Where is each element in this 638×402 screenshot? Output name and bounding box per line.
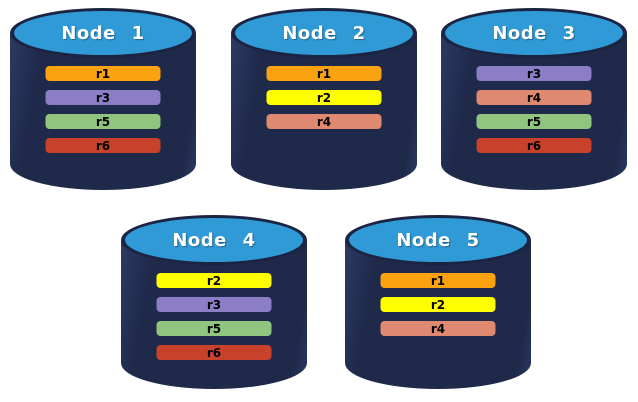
replica-bar: r4: [266, 114, 382, 129]
cylinder-body: [231, 34, 417, 190]
replica-label: r1: [316, 66, 332, 81]
replica-list: r2 r3 r5 r6: [156, 273, 272, 360]
replica-label: r6: [95, 138, 111, 153]
cylinder-body: [441, 34, 627, 190]
node-cylinder: Node 5 r1 r2 r4: [345, 215, 531, 389]
replica-bar: r5: [45, 114, 161, 129]
node-cylinder: Node 3 r3 r4 r5 r6: [441, 8, 627, 190]
replica-bar: r1: [266, 66, 382, 81]
replica-bar: r3: [156, 297, 272, 312]
cylinder-cap-face: Node 2: [235, 11, 413, 55]
cylinder-cap: Node 5: [345, 215, 531, 265]
replica-bar: r1: [45, 66, 161, 81]
replica-label: r5: [526, 114, 542, 129]
node-cylinder: Node 2 r1 r2 r4: [231, 8, 417, 190]
replica-list: r3 r4 r5 r6: [476, 66, 592, 153]
replica-bar: r6: [476, 138, 592, 153]
replica-bar: r5: [156, 321, 272, 336]
node-cylinder: Node 1 r1 r3 r5 r6: [10, 8, 196, 190]
cylinder-body: [121, 241, 307, 389]
replica-bar: r4: [476, 90, 592, 105]
replica-label: r3: [95, 90, 111, 105]
cylinder-cap: Node 4: [121, 215, 307, 265]
replica-label: r2: [316, 90, 332, 105]
cylinder-cap-face: Node 4: [125, 218, 303, 262]
replica-label: r4: [316, 114, 332, 129]
replica-label: r5: [95, 114, 111, 129]
replica-bar: r4: [380, 321, 496, 336]
cylinder-cap: Node 1: [10, 8, 196, 58]
node-title: Node 2: [282, 22, 366, 44]
replica-bar: r1: [380, 273, 496, 288]
replica-bar: r2: [156, 273, 272, 288]
replica-bar: r6: [156, 345, 272, 360]
cylinder-body: [345, 241, 531, 389]
replica-bar: r2: [380, 297, 496, 312]
replica-label: r3: [526, 66, 542, 81]
cylinder-cap: Node 3: [441, 8, 627, 58]
replica-list: r1 r2 r4: [266, 66, 382, 129]
cylinder-cap: Node 2: [231, 8, 417, 58]
replica-label: r2: [206, 273, 222, 288]
replica-label: r6: [206, 345, 222, 360]
node-title: Node 4: [172, 229, 256, 251]
replica-label: r4: [430, 321, 446, 336]
replica-label: r2: [430, 297, 446, 312]
replica-list: r1 r2 r4: [380, 273, 496, 336]
replica-label: r1: [430, 273, 446, 288]
cylinder-cap-face: Node 1: [14, 11, 192, 55]
replica-label: r1: [95, 66, 111, 81]
cylinder-cap-face: Node 5: [349, 218, 527, 262]
node-title: Node 5: [396, 229, 480, 251]
replica-label: r4: [526, 90, 542, 105]
replica-list: r1 r3 r5 r6: [45, 66, 161, 153]
replica-label: r3: [206, 297, 222, 312]
node-title: Node 3: [492, 22, 576, 44]
replica-label: r5: [206, 321, 222, 336]
replica-label: r6: [526, 138, 542, 153]
replica-bar: r5: [476, 114, 592, 129]
node-title: Node 1: [61, 22, 145, 44]
cylinder-cap-face: Node 3: [445, 11, 623, 55]
node-cylinder: Node 4 r2 r3 r5 r6: [121, 215, 307, 389]
replica-bar: r6: [45, 138, 161, 153]
cylinder-body: [10, 34, 196, 190]
replica-bar: r2: [266, 90, 382, 105]
replica-bar: r3: [45, 90, 161, 105]
replica-bar: r3: [476, 66, 592, 81]
